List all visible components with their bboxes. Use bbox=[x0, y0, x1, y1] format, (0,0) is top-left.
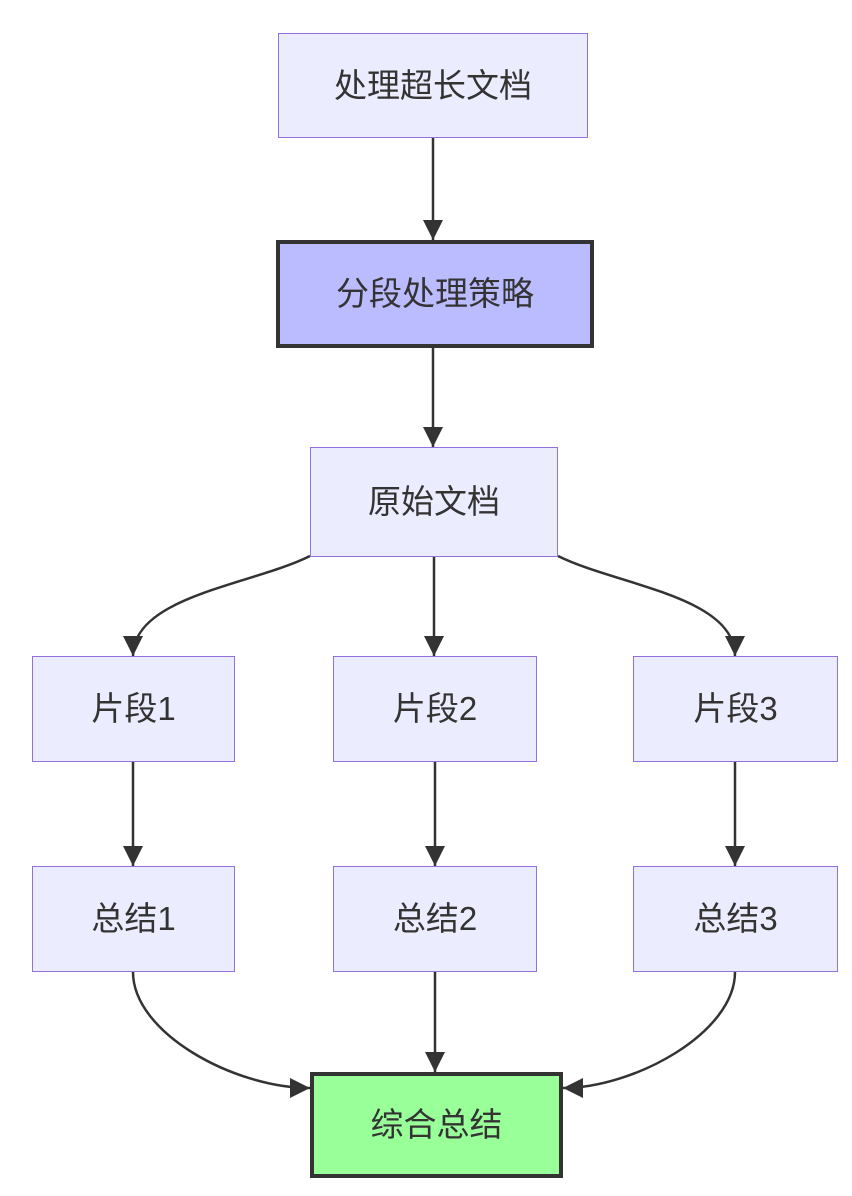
node-label: 片段2 bbox=[392, 690, 478, 728]
node-fragment-1: 片段1 bbox=[32, 656, 235, 762]
edge-original-document-to-fragment-3 bbox=[557, 554, 745, 657]
node-label: 总结1 bbox=[91, 900, 176, 938]
node-summary-2: 总结2 bbox=[333, 866, 537, 972]
node-summary-3: 总结3 bbox=[633, 866, 838, 972]
node-original-document: 原始文档 bbox=[310, 447, 558, 557]
edge-summary-1-to-final-summary bbox=[131, 971, 311, 1098]
node-label: 综合总结 bbox=[370, 1106, 503, 1144]
node-summary-1: 总结1 bbox=[32, 866, 235, 972]
edge-original-document-to-fragment-1 bbox=[123, 554, 311, 657]
node-fragment-3: 片段3 bbox=[633, 656, 838, 762]
node-label: 原始文档 bbox=[368, 483, 500, 521]
node-label: 处理超长文档 bbox=[334, 66, 532, 104]
node-label: 分段处理策略 bbox=[336, 275, 534, 313]
node-fragment-2: 片段2 bbox=[333, 656, 537, 762]
node-label: 片段1 bbox=[91, 690, 176, 728]
edge-summary-3-to-final-summary bbox=[562, 971, 737, 1098]
node-label: 总结3 bbox=[693, 900, 778, 938]
node-segmentation-strategy: 分段处理策略 bbox=[276, 240, 594, 348]
node-label: 片段3 bbox=[693, 690, 778, 728]
node-process-long-document: 处理超长文档 bbox=[278, 33, 588, 138]
node-final-summary: 综合总结 bbox=[310, 1072, 563, 1178]
node-label: 总结2 bbox=[392, 900, 478, 938]
